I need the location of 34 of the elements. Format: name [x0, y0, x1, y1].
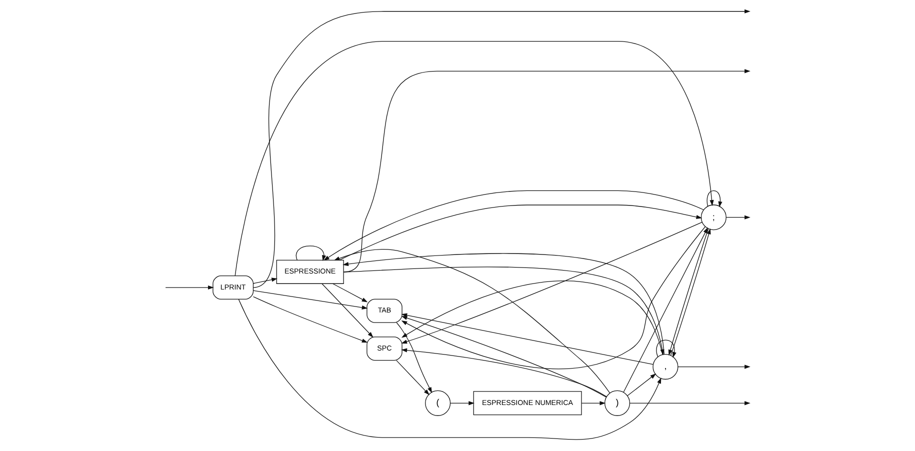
arrow [252, 296, 368, 343]
arrow [450, 401, 474, 406]
node-circle: ( [425, 390, 451, 416]
arrow [627, 374, 656, 396]
arrow [396, 360, 430, 396]
arrow [401, 226, 706, 370]
arrow [334, 249, 610, 394]
arrow [324, 190, 704, 261]
node-circle: , [652, 354, 678, 380]
arrow [343, 69, 750, 272]
arrow [252, 9, 750, 288]
arrow [165, 285, 214, 290]
arrow [252, 278, 278, 284]
arrow [706, 190, 722, 208]
arrow [401, 222, 702, 344]
arrow [401, 280, 663, 356]
arrow [296, 246, 326, 262]
arrow [656, 340, 676, 358]
arrow [581, 401, 606, 406]
arrow [234, 40, 714, 276]
node-circle: ) [604, 390, 630, 416]
arrow [629, 401, 750, 406]
arrow [238, 298, 662, 440]
arrow [401, 348, 607, 397]
arrow [253, 290, 368, 310]
arrow [322, 283, 374, 338]
arrow [332, 283, 368, 302]
arrow [401, 313, 654, 365]
arrow [338, 204, 702, 260]
arrow [726, 215, 750, 220]
arrow [678, 364, 750, 369]
arrow [396, 322, 432, 394]
arrow [401, 316, 607, 398]
node-circle: ; [700, 204, 726, 230]
